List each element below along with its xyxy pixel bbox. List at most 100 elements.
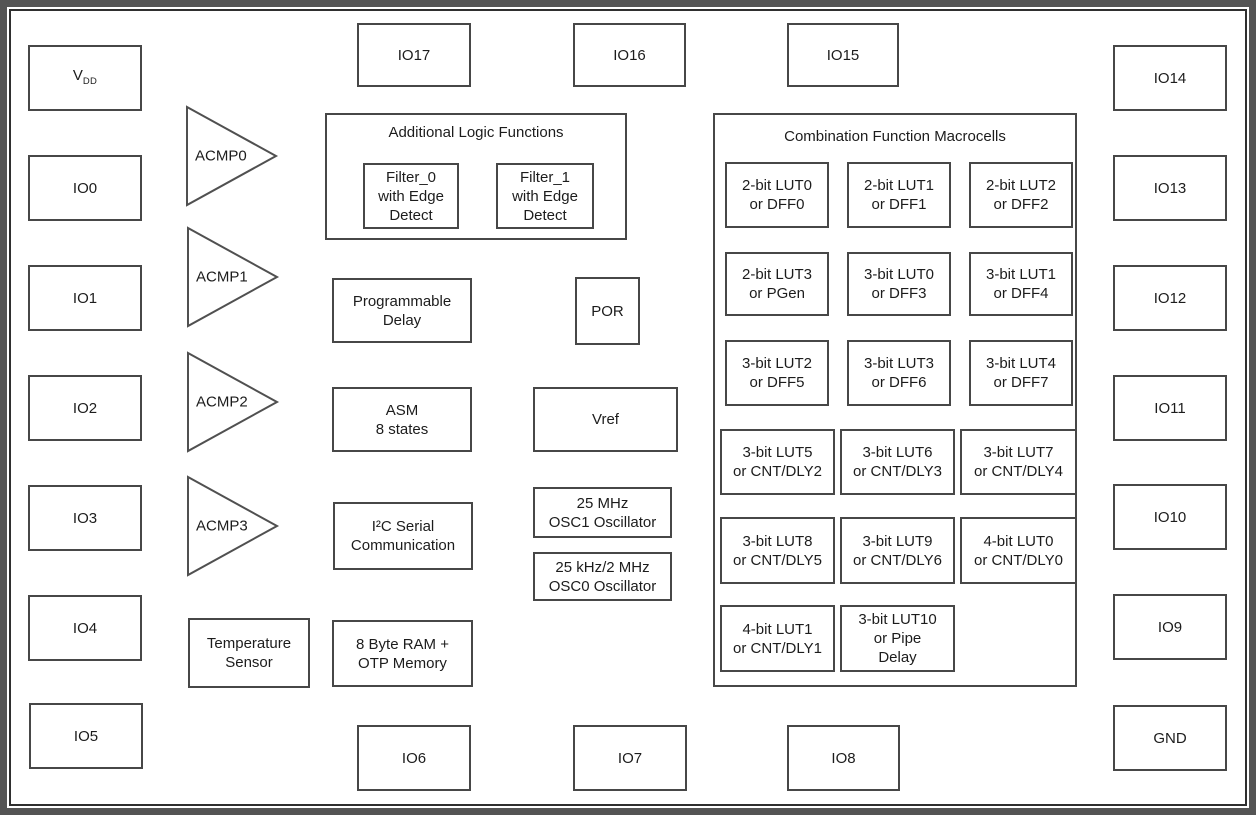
macrocell-cell: 3-bit LUT1 or DFF4 bbox=[969, 252, 1073, 316]
pin-label: IO15 bbox=[826, 46, 860, 64]
pin-label: IO14 bbox=[1153, 69, 1187, 87]
block-label: POR bbox=[591, 302, 624, 320]
macrocell-cell: 3-bit LUT5 or CNT/DLY2 bbox=[720, 429, 835, 495]
pin-label: IO11 bbox=[1154, 399, 1186, 417]
macrocell-cell: 3-bit LUT6 or CNT/DLY3 bbox=[840, 429, 955, 495]
cell-label: 3-bit LUT6 or CNT/DLY3 bbox=[853, 444, 942, 480]
pin-label: IO6 bbox=[401, 749, 427, 767]
cell-label: Filter_1 with Edge Detect bbox=[512, 168, 578, 224]
pin-label: IO5 bbox=[73, 727, 99, 745]
macrocell-cell: 3-bit LUT4 or DFF7 bbox=[969, 340, 1073, 406]
cell-label: 3-bit LUT7 or CNT/DLY4 bbox=[974, 444, 1063, 480]
pin-label: IO2 bbox=[72, 399, 98, 417]
pin-io7: IO7 bbox=[573, 725, 687, 791]
block-ram-otp: 8 Byte RAM + OTP Memory bbox=[332, 620, 473, 687]
block-temperature-sensor: Temperature Sensor bbox=[188, 618, 310, 688]
triangle-icon bbox=[187, 475, 280, 577]
pin-label: IO13 bbox=[1153, 179, 1187, 197]
comparator-acmp1: ACMP1 bbox=[186, 226, 280, 328]
comparator-label: ACMP0 bbox=[195, 147, 247, 165]
block-label: 25 MHz OSC1 Oscillator bbox=[548, 494, 657, 531]
pin-io16: IO16 bbox=[573, 23, 686, 87]
pin-label: IO8 bbox=[831, 749, 856, 767]
pin-io1: IO1 bbox=[28, 265, 142, 331]
cell-label: 4-bit LUT1 or CNT/DLY1 bbox=[733, 620, 822, 657]
block-osc1: 25 MHz OSC1 Oscillator bbox=[533, 487, 672, 538]
cell-label: 2-bit LUT3 or PGen bbox=[741, 266, 813, 302]
block-label: Temperature Sensor bbox=[206, 635, 292, 671]
pin-vdd: VDD bbox=[28, 45, 142, 111]
macrocell-cell: 2-bit LUT2 or DFF2 bbox=[969, 162, 1073, 228]
pin-io15: IO15 bbox=[787, 23, 899, 87]
cell-label: 3-bit LUT0 or DFF3 bbox=[863, 266, 935, 302]
cell-label: 3-bit LUT10 or Pipe Delay bbox=[858, 611, 937, 666]
cell-label: 3-bit LUT3 or DFF6 bbox=[863, 355, 935, 391]
pin-io4: IO4 bbox=[28, 595, 142, 661]
triangle-icon bbox=[187, 351, 280, 453]
pin-gnd: GND bbox=[1113, 705, 1227, 771]
cell-label: 3-bit LUT1 or DFF4 bbox=[985, 266, 1057, 302]
macrocell-cell: 3-bit LUT3 or DFF6 bbox=[847, 340, 951, 406]
additional-logic-functions-group: Additional Logic Functions Filter_0 with… bbox=[325, 113, 627, 240]
block-asm: ASM 8 states bbox=[332, 387, 472, 452]
comparator-label: ACMP3 bbox=[196, 517, 248, 535]
pin-io12: IO12 bbox=[1113, 265, 1227, 331]
pin-io3: IO3 bbox=[28, 485, 142, 551]
cell-label: 3-bit LUT2 or DFF5 bbox=[741, 355, 813, 391]
pin-io2: IO2 bbox=[28, 375, 142, 441]
pin-io6: IO6 bbox=[357, 725, 471, 791]
block-label: Programmable Delay bbox=[352, 292, 452, 329]
cell-label: 3-bit LUT5 or CNT/DLY2 bbox=[733, 444, 822, 480]
pin-io8: IO8 bbox=[787, 725, 900, 791]
filter0-cell: Filter_0 with Edge Detect bbox=[363, 163, 459, 229]
macrocell-cell: 2-bit LUT3 or PGen bbox=[725, 252, 829, 316]
pin-io9: IO9 bbox=[1113, 594, 1227, 660]
comparator-label: ACMP1 bbox=[196, 268, 248, 286]
block-label: 25 kHz/2 MHz OSC0 Oscillator bbox=[548, 558, 657, 595]
pin-io5: IO5 bbox=[29, 703, 143, 769]
macrocell-cell: 4-bit LUT1 or CNT/DLY1 bbox=[720, 605, 835, 672]
pin-label: IO1 bbox=[72, 289, 98, 307]
combination-function-macrocells-group: Combination Function Macrocells 2-bit LU… bbox=[713, 113, 1077, 687]
block-vref: Vref bbox=[533, 387, 678, 452]
pin-label: IO4 bbox=[72, 619, 98, 637]
pin-io17: IO17 bbox=[357, 23, 471, 87]
block-programmable-delay: Programmable Delay bbox=[332, 278, 472, 343]
macrocell-cell: 3-bit LUT0 or DFF3 bbox=[847, 252, 951, 316]
pin-io10: IO10 bbox=[1113, 484, 1227, 550]
cell-label: 2-bit LUT0 or DFF0 bbox=[741, 177, 813, 213]
macrocell-cell: 2-bit LUT0 or DFF0 bbox=[725, 162, 829, 228]
triangle-icon bbox=[186, 105, 279, 207]
cell-label: Filter_0 with Edge Detect bbox=[378, 168, 444, 224]
block-osc0: 25 kHz/2 MHz OSC0 Oscillator bbox=[533, 552, 672, 601]
pin-label: IO0 bbox=[72, 179, 98, 197]
cell-label: 4-bit LUT0 or CNT/DLY0 bbox=[974, 532, 1063, 569]
macrocell-cell: 3-bit LUT2 or DFF5 bbox=[725, 340, 829, 406]
combination-function-macrocells-title: Combination Function Macrocells bbox=[784, 128, 1006, 145]
comparator-acmp0: ACMP0 bbox=[185, 105, 279, 207]
pin-label: IO17 bbox=[397, 46, 431, 64]
pin-vdd-label: VDD bbox=[72, 66, 98, 87]
block-por: POR bbox=[575, 277, 640, 345]
pin-label: IO3 bbox=[72, 509, 98, 527]
pin-label: IO7 bbox=[617, 749, 643, 767]
cell-label: 3-bit LUT9 or CNT/DLY6 bbox=[853, 532, 942, 569]
macrocell-cell: 4-bit LUT0 or CNT/DLY0 bbox=[960, 517, 1077, 584]
pin-label: GND bbox=[1153, 729, 1187, 747]
block-label: I²C Serial Communication bbox=[350, 518, 456, 554]
additional-logic-functions-title: Additional Logic Functions bbox=[388, 124, 564, 141]
macrocell-cell: 3-bit LUT8 or CNT/DLY5 bbox=[720, 517, 835, 584]
macrocell-cell: 2-bit LUT1 or DFF1 bbox=[847, 162, 951, 228]
macrocell-cell: 3-bit LUT9 or CNT/DLY6 bbox=[840, 517, 955, 584]
cell-label: 2-bit LUT2 or DFF2 bbox=[985, 177, 1057, 213]
macrocell-cell: 3-bit LUT10 or Pipe Delay bbox=[840, 605, 955, 672]
cell-label: 3-bit LUT8 or CNT/DLY5 bbox=[733, 532, 822, 569]
pin-label: IO12 bbox=[1153, 289, 1187, 307]
block-i2c-serial: I²C Serial Communication bbox=[333, 502, 473, 570]
comparator-acmp3: ACMP3 bbox=[186, 475, 280, 577]
cell-label: 2-bit LUT1 or DFF1 bbox=[863, 177, 935, 213]
comparator-acmp2: ACMP2 bbox=[186, 351, 280, 453]
filter1-cell: Filter_1 with Edge Detect bbox=[496, 163, 594, 229]
macrocell-cell: 3-bit LUT7 or CNT/DLY4 bbox=[960, 429, 1077, 495]
